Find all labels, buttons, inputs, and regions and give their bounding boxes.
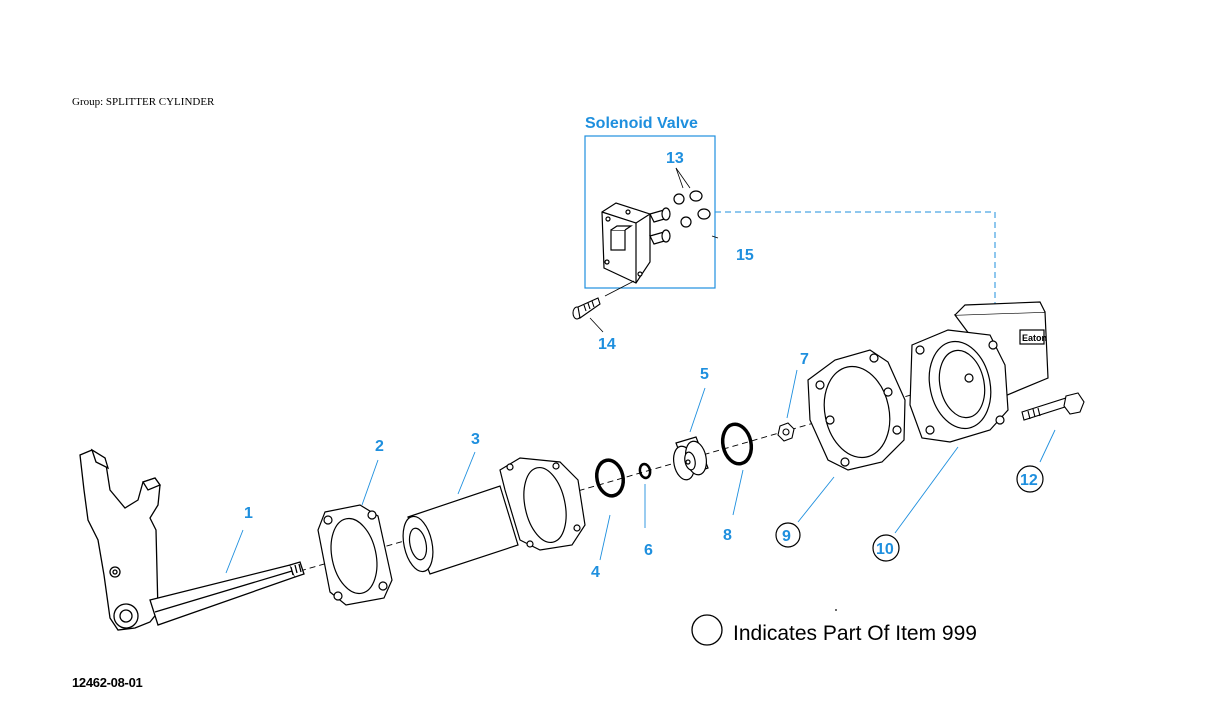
part-7-nut <box>777 422 795 442</box>
callout-4: 4 <box>591 564 600 581</box>
callout-9-ring <box>775 522 801 548</box>
part-6-small-oring <box>638 462 652 480</box>
part-12-bolt <box>1021 392 1085 421</box>
solenoid-valve-drawing <box>601 190 711 284</box>
part-9-gasket <box>807 349 906 471</box>
callouts: 1 2 3 4 5 6 7 8 9 10 12 13 14 15 <box>244 150 1044 581</box>
callout-10-ring <box>872 534 900 562</box>
part-3-cylinder <box>402 457 586 575</box>
part-4-oring <box>594 458 626 498</box>
callout-6: 6 <box>644 542 653 559</box>
callout-3: 3 <box>471 431 480 448</box>
callout-5: 5 <box>700 366 709 383</box>
inset-leaders <box>589 167 719 333</box>
part-1-shift-fork <box>79 448 305 631</box>
callout-14: 14 <box>598 336 616 353</box>
callout-leaders <box>225 369 1056 574</box>
part-5-piston <box>672 436 709 481</box>
part-10-cover: Eaton <box>909 301 1049 443</box>
callout-13: 13 <box>666 150 684 167</box>
callout-12-ring <box>1016 465 1044 493</box>
part-8-oring <box>720 422 754 466</box>
callout-9: 9 <box>782 528 791 545</box>
legend-text: Indicates Part Of Item 999 <box>733 622 977 645</box>
legend-circle-icon <box>691 614 723 646</box>
group-label: Group: SPLITTER CYLINDER <box>72 96 215 108</box>
part-2-gasket <box>317 504 393 606</box>
callout-10: 10 <box>876 541 894 558</box>
inset-title: Solenoid Valve <box>585 115 698 132</box>
callout-15: 15 <box>736 247 754 264</box>
callout-7: 7 <box>800 351 809 368</box>
legend-dot-mark <box>835 609 837 611</box>
callout-2: 2 <box>375 438 384 455</box>
figure-id: 12462-08-01 <box>72 675 143 690</box>
callout-12: 12 <box>1020 472 1038 489</box>
svg-text:Eaton: Eaton <box>1022 333 1047 343</box>
screw-14 <box>572 297 601 320</box>
callout-8: 8 <box>723 527 732 544</box>
callout-1: 1 <box>244 505 253 522</box>
inset-dashed-connector <box>715 211 996 312</box>
